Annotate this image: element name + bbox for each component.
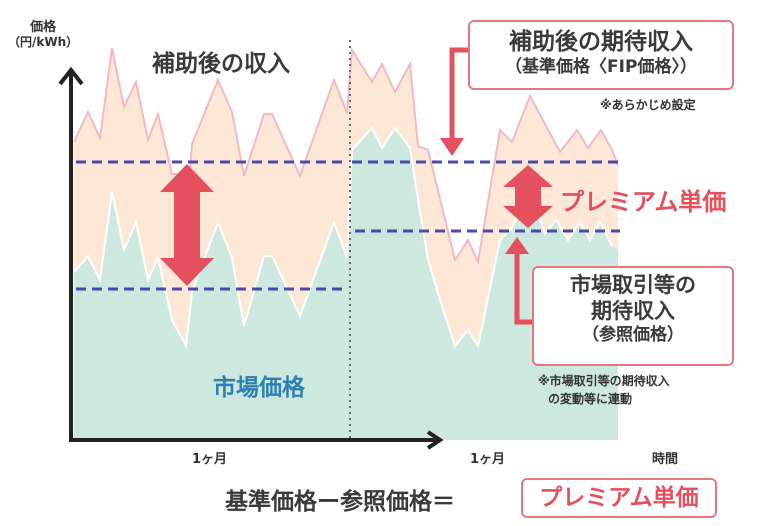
x-tick-month-2: 1ヶ月 <box>470 452 506 467</box>
market-price-label: 市場価格 <box>213 375 305 401</box>
formula-text: 基準価格ー参照価格＝ <box>225 489 455 515</box>
market-expected-line1: 市場取引等の <box>570 273 696 297</box>
premium-arrow-period1-icon <box>160 164 214 286</box>
x-tick-month-1: 1ヶ月 <box>192 452 228 467</box>
y-axis-title-text: 価格 <box>30 20 57 35</box>
expected-income-title: 補助後の期待収入 <box>509 29 693 55</box>
formula-result-box: プレミアム単価 <box>521 478 717 518</box>
subsidy-income-label: 補助後の収入 <box>152 51 290 77</box>
linked-note: ※市場取引等の期待収入 の変動等に連動 <box>538 372 670 408</box>
subsidy-income-line <box>73 46 619 266</box>
linked-note-line1: ※市場取引等の期待収入 <box>538 374 670 388</box>
reference-price-callout-connector <box>514 254 532 325</box>
reference-price-callout-arrow-icon <box>505 237 529 254</box>
market-expected-line2: 期待収入 <box>591 299 675 323</box>
market-price-area <box>74 128 618 440</box>
market-expected-line3: （参照価格） <box>582 325 684 345</box>
y-axis-title: 価格 （円/kWh） <box>8 20 78 50</box>
x-axis-arrow-icon <box>426 430 444 450</box>
premium-unit-price-label: プレミアム単価 <box>560 188 727 216</box>
premium-arrow-period2-icon <box>503 165 553 228</box>
base-price-callout-arrow-icon <box>440 138 464 156</box>
expected-income-callout: 補助後の期待収入 （基準価格〈FIP価格〉） <box>468 20 734 90</box>
base-price-callout-connector <box>449 47 468 138</box>
x-axis-title: 時間 <box>652 452 679 467</box>
market-expected-income-callout: 市場取引等の 期待収入 （参照価格） <box>532 266 734 366</box>
preset-note: ※あらかじめ設定 <box>600 98 696 112</box>
y-axis-arrow-icon <box>58 66 84 86</box>
linked-note-line2: の変動等に連動 <box>548 392 633 406</box>
y-axis-unit: （円/kWh） <box>8 35 79 49</box>
expected-income-subtitle: （基準価格〈FIP価格〉） <box>505 57 697 77</box>
